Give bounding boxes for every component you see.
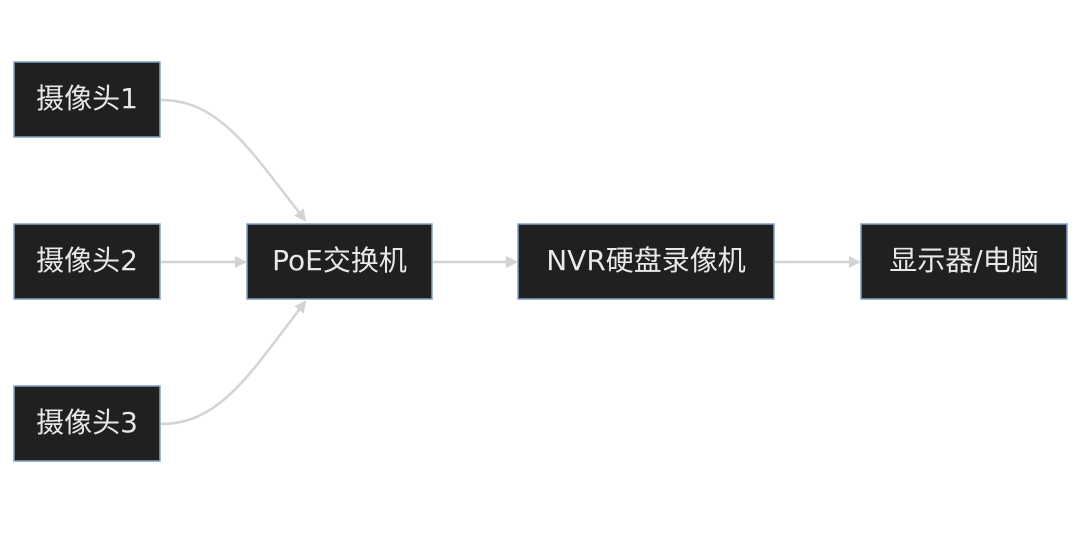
- edge-camera3-to-poe-switch: [160, 300, 307, 426]
- node-camera3-label: 摄像头3: [36, 406, 138, 439]
- node-display: 显示器/电脑: [860, 223, 1068, 300]
- node-camera3: 摄像头3: [13, 385, 161, 462]
- node-camera2-label: 摄像头2: [36, 244, 138, 277]
- node-display-label: 显示器/电脑: [889, 244, 1038, 277]
- node-camera1-label: 摄像头1: [36, 82, 138, 115]
- node-poe-switch: PoE交换机: [246, 223, 433, 300]
- node-poe-switch-label: PoE交换机: [272, 244, 407, 277]
- node-nvr: NVR硬盘录像机: [517, 223, 775, 300]
- node-camera1: 摄像头1: [13, 61, 161, 138]
- edge-camera1-to-poe-switch: [160, 98, 307, 222]
- node-camera2: 摄像头2: [13, 223, 161, 300]
- node-nvr-label: NVR硬盘录像机: [546, 244, 746, 277]
